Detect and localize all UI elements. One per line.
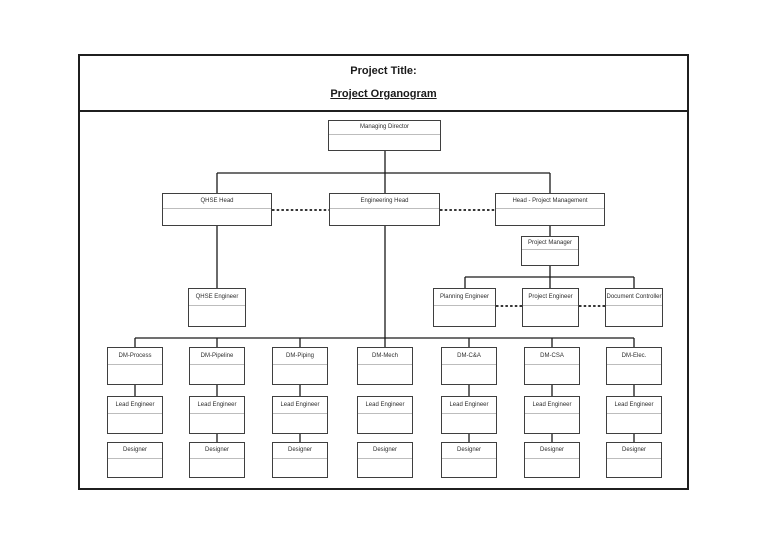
org-node-label: Project Engineer xyxy=(523,289,578,307)
org-node-label: DM-Pipeline xyxy=(190,348,244,365)
org-node-label: Lead Engineer xyxy=(525,397,579,414)
org-node-label: Head - Project Management xyxy=(496,194,604,209)
page-title: Project Title: xyxy=(350,65,417,77)
org-node-body xyxy=(525,458,579,477)
org-node-project-engineer: Project Engineer xyxy=(522,288,579,327)
org-node-label: DM-Process xyxy=(108,348,162,365)
org-node-body xyxy=(108,364,162,384)
org-node-dm-mech: DM-Mech xyxy=(357,347,413,385)
org-node-label: Managing Director xyxy=(329,121,440,135)
org-node-dm-process: DM-Process xyxy=(107,347,163,385)
org-node-body xyxy=(525,413,579,433)
org-node-label: Lead Engineer xyxy=(108,397,162,414)
org-node-body xyxy=(442,413,496,433)
org-node-label: QHSE Engineer xyxy=(189,289,245,307)
org-node-label: Project Manager xyxy=(522,237,578,251)
org-node-document-controller: Document Controller xyxy=(605,288,663,327)
org-node-body xyxy=(442,458,496,477)
org-node-lead-engineer-ca: Lead Engineer xyxy=(441,396,497,434)
org-node-body xyxy=(358,413,412,433)
org-node-label: Planning Engineer xyxy=(434,289,495,307)
org-node-head-project-management: Head - Project Management xyxy=(495,193,605,226)
org-node-label: DM-CSA xyxy=(525,348,579,365)
org-node-designer-elec: Designer xyxy=(606,442,662,478)
org-node-body xyxy=(189,306,245,326)
org-node-label: Designer xyxy=(273,443,327,459)
org-node-label: Designer xyxy=(190,443,244,459)
org-node-label: Document Controller xyxy=(606,289,662,307)
org-node-lead-engineer-csa: Lead Engineer xyxy=(524,396,580,434)
org-node-lead-engineer-process: Lead Engineer xyxy=(107,396,163,434)
org-node-label: Designer xyxy=(442,443,496,459)
org-node-label: Engineering Head xyxy=(330,194,439,209)
org-node-body xyxy=(607,413,661,433)
org-node-body xyxy=(329,134,440,150)
org-node-qhse-head: QHSE Head xyxy=(162,193,272,226)
org-node-body xyxy=(522,250,578,265)
org-node-label: Lead Engineer xyxy=(358,397,412,414)
org-node-dm-elec: DM-Elec. xyxy=(606,347,662,385)
org-node-body xyxy=(607,364,661,384)
title-block: Project Title: Project Organogram xyxy=(80,56,687,112)
org-node-planning-engineer: Planning Engineer xyxy=(433,288,496,327)
org-node-label: DM-Mech xyxy=(358,348,412,365)
org-node-designer-pipeline: Designer xyxy=(189,442,245,478)
org-node-designer-ca: Designer xyxy=(441,442,497,478)
org-node-dm-ca: DM-C&A xyxy=(441,347,497,385)
org-node-body xyxy=(434,306,495,326)
org-node-body xyxy=(442,364,496,384)
org-node-lead-engineer-elec: Lead Engineer xyxy=(606,396,662,434)
org-node-body xyxy=(273,364,327,384)
org-node-body xyxy=(190,413,244,433)
org-node-body xyxy=(358,458,412,477)
org-node-designer-mech: Designer xyxy=(357,442,413,478)
org-node-body xyxy=(607,458,661,477)
org-node-label: Lead Engineer xyxy=(190,397,244,414)
org-node-engineering-head: Engineering Head xyxy=(329,193,440,226)
org-node-label: Lead Engineer xyxy=(442,397,496,414)
org-node-body xyxy=(190,458,244,477)
org-node-label: Lead Engineer xyxy=(607,397,661,414)
org-node-label: Designer xyxy=(358,443,412,459)
page-subtitle: Project Organogram xyxy=(330,88,437,100)
org-node-managing-director: Managing Director xyxy=(328,120,441,151)
org-node-project-manager: Project Manager xyxy=(521,236,579,266)
org-node-label: DM-C&A xyxy=(442,348,496,365)
org-node-designer-process: Designer xyxy=(107,442,163,478)
org-node-body xyxy=(496,208,604,225)
org-node-body xyxy=(606,306,662,326)
org-node-body xyxy=(358,364,412,384)
org-node-designer-csa: Designer xyxy=(524,442,580,478)
organogram-frame: Project Title: Project Organogram xyxy=(78,54,689,490)
org-node-label: DM-Piping xyxy=(273,348,327,365)
org-node-label: Designer xyxy=(607,443,661,459)
org-node-qhse-engineer: QHSE Engineer xyxy=(188,288,246,327)
org-node-lead-engineer-piping: Lead Engineer xyxy=(272,396,328,434)
org-node-lead-engineer-mech: Lead Engineer xyxy=(357,396,413,434)
org-node-body xyxy=(273,458,327,477)
org-node-label: QHSE Head xyxy=(163,194,271,209)
org-node-body xyxy=(273,413,327,433)
org-node-dm-piping: DM-Piping xyxy=(272,347,328,385)
org-node-body xyxy=(190,364,244,384)
org-node-body xyxy=(108,458,162,477)
org-node-lead-engineer-pipeline: Lead Engineer xyxy=(189,396,245,434)
org-node-label: Lead Engineer xyxy=(273,397,327,414)
org-node-body xyxy=(523,306,578,326)
org-node-label: Designer xyxy=(525,443,579,459)
org-node-body xyxy=(525,364,579,384)
org-node-dm-pipeline: DM-Pipeline xyxy=(189,347,245,385)
org-node-body xyxy=(330,208,439,225)
org-node-body xyxy=(108,413,162,433)
org-node-label: Designer xyxy=(108,443,162,459)
org-node-designer-piping: Designer xyxy=(272,442,328,478)
org-node-body xyxy=(163,208,271,225)
org-node-dm-csa: DM-CSA xyxy=(524,347,580,385)
org-node-label: DM-Elec. xyxy=(607,348,661,365)
